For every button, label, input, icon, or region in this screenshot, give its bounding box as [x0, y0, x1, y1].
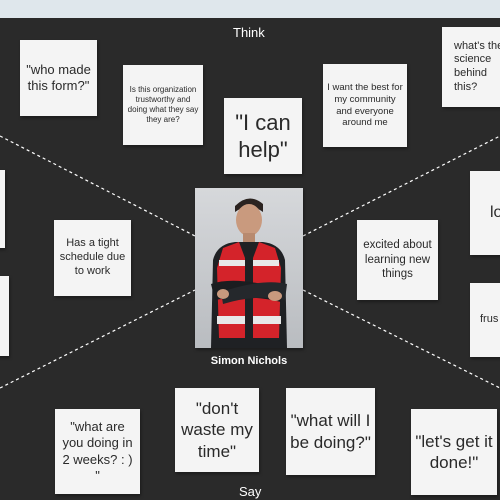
sticky-note-text: "what are you doing in 2 weeks? : ) " [62, 419, 133, 483]
sticky-note-text: "I can help" [235, 109, 291, 163]
sticky-note-text: "let's get it done!" [415, 431, 493, 472]
sticky-note-text: "don't waste my time" [181, 399, 253, 461]
say-section-label: Say [239, 484, 262, 499]
persona-photo [195, 188, 303, 348]
empathy-map-board: Think Say "who made this form?" Is this … [0, 18, 500, 500]
sticky-note-text: frus inef [480, 313, 500, 326]
persona-name: Simon Nichols [210, 355, 288, 367]
quadrant-divider-lines [0, 135, 500, 389]
sticky-note-text: Has a tight schedule due to work [59, 237, 126, 277]
sticky-note-left-edge-top[interactable] [0, 170, 5, 248]
sticky-note-text: I want the best for my community and eve… [327, 81, 403, 129]
sticky-note-what-will-i-be-doing[interactable]: "what will I be doing?" [286, 388, 375, 475]
sticky-note-right-edge-top[interactable]: lo an [470, 171, 500, 255]
persona-image [195, 188, 303, 348]
sticky-note-text: what's the science behind this? [454, 39, 500, 93]
sticky-note-excited-learning[interactable]: excited about learning new things [357, 220, 438, 300]
sticky-note-text: "who made this form?" [26, 61, 91, 93]
think-section-label: Think [233, 25, 265, 40]
sticky-note-what-are-you-doing[interactable]: "what are you doing in 2 weeks? : ) " [55, 409, 140, 494]
sticky-note-lets-get-it-done[interactable]: "let's get it done!" [411, 409, 497, 495]
sticky-note-organization-trustworthy[interactable]: Is this organization trustworthy and doi… [123, 65, 203, 145]
sticky-note-text: Is this organization trustworthy and doi… [127, 85, 199, 124]
sticky-note-dont-waste-time[interactable]: "don't waste my time" [175, 388, 259, 472]
sticky-note-text: "what will I be doing?" [290, 411, 371, 452]
sticky-note-text: lo an [490, 204, 500, 221]
sticky-note-i-can-help[interactable]: "I can help" [224, 98, 302, 174]
sticky-note-want-best-community[interactable]: I want the best for my community and eve… [323, 64, 407, 147]
sticky-note-science-behind[interactable]: what's the science behind this? [442, 27, 500, 107]
sticky-note-right-edge-bottom[interactable]: frus inef [470, 283, 500, 357]
sticky-note-who-made-form[interactable]: "who made this form?" [20, 40, 97, 116]
sticky-note-left-edge-bottom[interactable] [0, 276, 9, 356]
sticky-note-tight-schedule[interactable]: Has a tight schedule due to work [54, 220, 131, 296]
sticky-note-text: excited about learning new things [363, 239, 432, 281]
